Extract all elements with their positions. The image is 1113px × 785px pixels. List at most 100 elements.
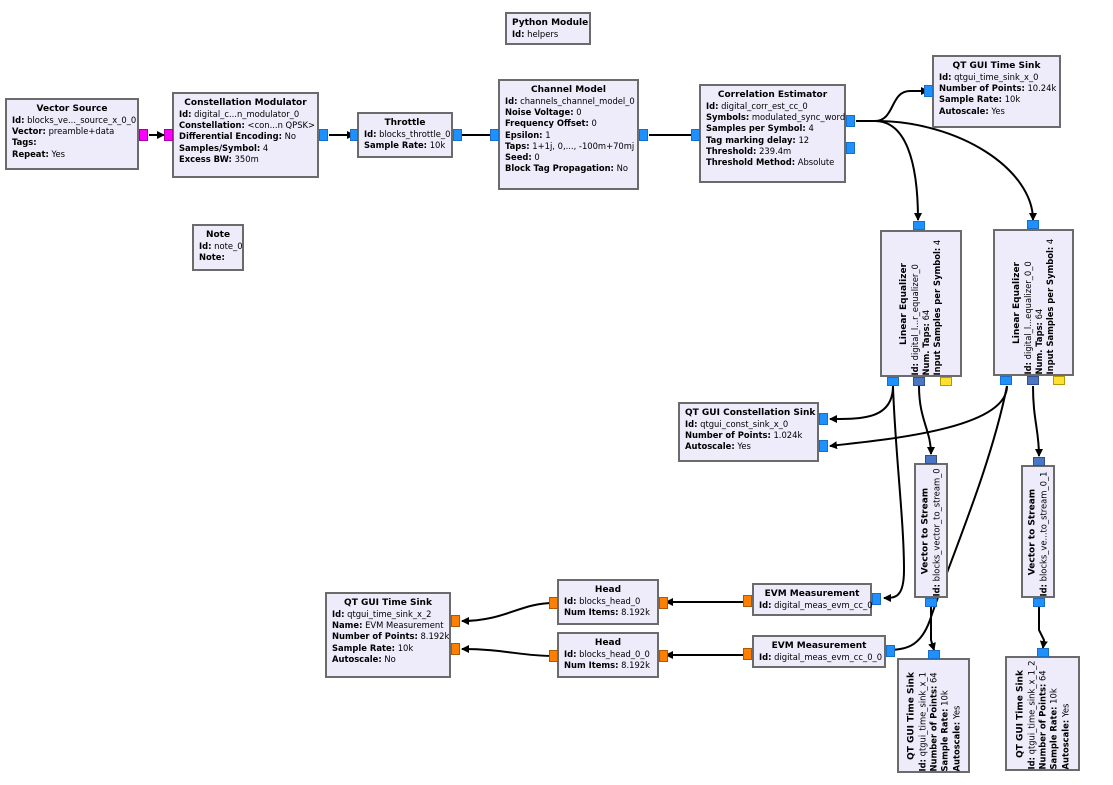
port-head1-in[interactable] [659, 650, 668, 662]
port-timesink2-in1[interactable] [451, 643, 460, 655]
param-num-points: Number of Points: 8.192k [332, 631, 450, 642]
port-corr-in[interactable] [691, 129, 700, 141]
port-eq1-in[interactable] [1027, 220, 1039, 229]
block-time-sink-1[interactable]: QT GUI Time Sink Id: qtgui_time_sink_x_1… [897, 658, 970, 773]
port-eq0-out1[interactable] [913, 377, 925, 386]
block-time-sink-2[interactable]: QT GUI Time Sink Id: qtgui_time_sink_x_2… [325, 592, 451, 678]
block-evm-measurement-0[interactable]: EVM Measurement Id: digital_meas_evm_cc_… [752, 583, 873, 616]
block-title: Constellation Modulator [184, 98, 307, 108]
block-title: QT GUI Time Sink [344, 598, 432, 608]
param-id: Id: digital_l...r_equalizer_0 [910, 263, 921, 375]
block-title: Correlation Estimator [717, 90, 828, 100]
param-sps: Samples per Symbol: 4 [706, 123, 814, 134]
param-differential: Differential Encoding: No [179, 131, 297, 142]
block-linear-equalizer-0[interactable]: Linear Equalizer Id: digital_l...r_equal… [880, 230, 962, 377]
port-head0-out[interactable] [549, 597, 558, 609]
param-id: Id: digital_c...n_modulator_0 [179, 109, 300, 119]
port-timesink2-in0[interactable] [451, 615, 460, 627]
param-frequency-offset: Frequency Offset: 0 [505, 118, 597, 129]
param-sample-rate: Sample Rate: 10k [332, 642, 414, 653]
port-v2s0-out[interactable] [925, 598, 937, 607]
port-mod-out[interactable] [319, 129, 328, 141]
port-eq1-out1[interactable] [1027, 376, 1039, 385]
param-num-points: Number of Points: 1.024k [685, 430, 803, 441]
wire-eq1vec-to-v2s1[interactable] [1032, 385, 1043, 457]
port-eq0-out0[interactable] [887, 377, 899, 386]
port-v2s0-in[interactable] [925, 455, 937, 464]
param-id: Id: blocks_throttle_0 [364, 129, 451, 139]
port-evm0-in[interactable] [872, 593, 881, 605]
param-threshold-method: Threshold Method: Absolute [706, 157, 835, 168]
wire-v2s1-to-timesink12[interactable] [1038, 607, 1048, 649]
param-input-sps: Input Samples per Symbol: 4 [932, 239, 943, 375]
wire-corr-to-eq1[interactable] [856, 120, 1037, 221]
port-head0-in[interactable] [659, 597, 668, 609]
param-num-points: Number of Points: 64 [928, 671, 939, 771]
block-title: Vector to Stream [1027, 488, 1038, 575]
wire-head1-to-timesink2[interactable] [461, 645, 555, 657]
port-constsink-in1[interactable] [819, 440, 828, 452]
block-python-module[interactable]: Python Module Id: helpers [505, 12, 591, 45]
wire-eq1-to-constsink[interactable] [829, 385, 1008, 450]
block-head-1[interactable]: Head Id: blocks_head_0_0 Num Items: 8.19… [557, 632, 659, 678]
block-time-sink-1-2[interactable]: QT GUI Time Sink Id: qtgui_time_sink_x_1… [1005, 656, 1080, 771]
wire-eq0-to-constsink[interactable] [829, 385, 894, 424]
port-v2s1-out[interactable] [1033, 598, 1045, 607]
param-sample-rate: Sample Rate: 10k [364, 140, 446, 151]
block-linear-equalizer-1[interactable]: Linear Equalizer Id: digital_l...equaliz… [993, 229, 1074, 376]
block-constellation-sink[interactable]: QT GUI Constellation Sink Id: qtgui_cons… [678, 402, 819, 462]
block-title: Head [594, 638, 622, 648]
block-title: Vector to Stream [920, 487, 931, 574]
port-channel-out[interactable] [639, 129, 648, 141]
port-evm1-in[interactable] [886, 645, 895, 657]
block-title: EVM Measurement [764, 589, 860, 599]
block-throttle[interactable]: Throttle Id: blocks_throttle_0 Sample Ra… [357, 112, 453, 158]
block-head-0[interactable]: Head Id: blocks_head_0 Num Items: 8.192k [557, 579, 659, 625]
port-channel-in[interactable] [490, 129, 499, 141]
block-correlation-estimator[interactable]: Correlation Estimator Id: digital_corr_e… [699, 84, 846, 183]
port-eq0-in[interactable] [913, 221, 925, 230]
port-mod-in[interactable] [164, 129, 173, 141]
port-evm1-out[interactable] [743, 648, 752, 660]
port-evm0-out[interactable] [743, 595, 752, 607]
param-sps: Samples/Symbol: 4 [179, 142, 269, 153]
port-vecsrc-out[interactable] [139, 129, 148, 141]
port-eq0-msg[interactable] [940, 377, 952, 386]
port-eq1-out0[interactable] [1000, 376, 1012, 385]
port-throttle-out[interactable] [453, 129, 462, 141]
param-taps: Taps: 1+1j, 0,..., -100m+70mj [505, 140, 635, 151]
wire-corr-to-timesink0[interactable] [856, 87, 929, 122]
param-tag-propagation: Block Tag Propagation: No [505, 163, 628, 174]
wire-corr-to-eq0[interactable] [856, 120, 922, 221]
port-timesink12-in[interactable] [1037, 648, 1049, 657]
port-timesink0-in[interactable] [924, 85, 933, 97]
wire-eq0-to-evm0[interactable] [883, 385, 906, 602]
block-evm-measurement-1[interactable]: EVM Measurement Id: digital_meas_evm_cc_… [752, 635, 886, 668]
block-vector-to-stream-1[interactable]: Vector to Stream Id: blocks_ve...to_stre… [1021, 465, 1055, 598]
block-time-sink-0[interactable]: QT GUI Time Sink Id: qtgui_time_sink_x_0… [932, 55, 1061, 128]
port-constsink-in0[interactable] [819, 413, 828, 425]
port-corr-out1[interactable] [846, 142, 855, 154]
param-id: Id: blocks_head_0_0 [564, 649, 650, 659]
param-noise-voltage: Noise Voltage: 0 [505, 107, 582, 118]
port-timesink1-in[interactable] [928, 650, 940, 659]
block-vector-to-stream-0[interactable]: Vector to Stream Id: blocks_vector_to_st… [914, 463, 948, 598]
wire-eq0vec-to-v2s0[interactable] [918, 385, 935, 455]
port-eq1-msg[interactable] [1053, 376, 1065, 385]
block-vector-source[interactable]: Vector Source Id: blocks_ve..._source_x_… [5, 98, 139, 170]
block-constellation-modulator[interactable]: Constellation Modulator Id: digital_c...… [172, 92, 319, 178]
port-throttle-in[interactable] [350, 129, 358, 141]
port-head1-out[interactable] [549, 650, 558, 662]
port-v2s1-in[interactable] [1033, 457, 1045, 466]
port-corr-out0[interactable] [846, 115, 855, 127]
wire-head0-to-timesink2[interactable] [461, 602, 555, 625]
block-title: EVM Measurement [771, 641, 867, 651]
param-id: Id: note_0 [199, 241, 243, 251]
wire-v2s0-to-timesink1[interactable] [928, 607, 936, 651]
block-title: QT GUI Time Sink [1015, 669, 1026, 758]
block-title: Note [205, 230, 231, 240]
block-title: QT GUI Constellation Sink [685, 408, 816, 418]
block-channel-model[interactable]: Channel Model Id: channels_channel_model… [498, 79, 639, 190]
block-note[interactable]: Note Id: note_0 Note: [192, 224, 244, 271]
